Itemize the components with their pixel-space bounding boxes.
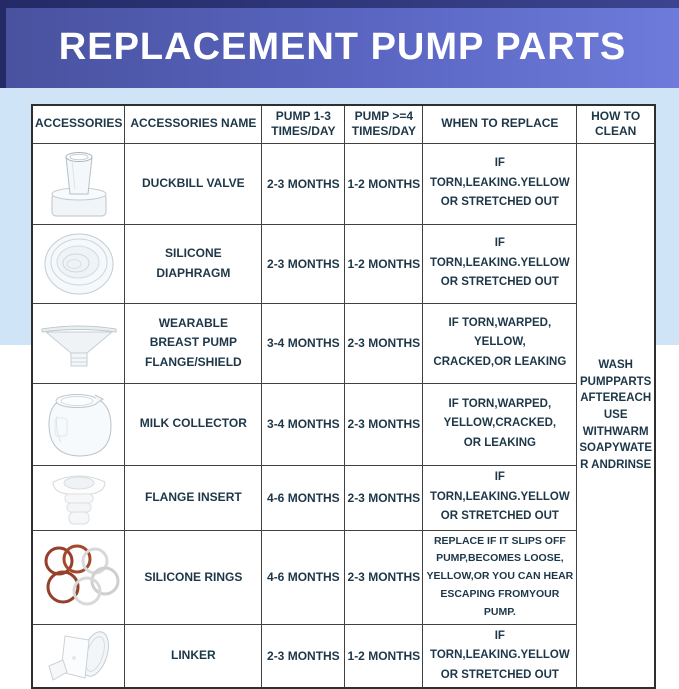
silicone-rings-icon <box>44 544 120 606</box>
header-pump-4plus: PUMP >=4 TIMES/DAY <box>344 104 424 144</box>
pump-1-3-value: 4-6 MONTHS <box>261 529 346 625</box>
table-row: DUCKBILL VALVE 2-3 MONTHS 1-2 MONTHS IF … <box>31 142 656 689</box>
accessory-name: FLANGE INSERT <box>124 464 263 531</box>
pump-1-3-value: 3-4 MONTHS <box>261 382 346 466</box>
milk-collector-photo <box>31 382 126 466</box>
header-row: ACCESSORIES ACCESSORIES NAME PUMP 1-3 TI… <box>31 104 656 144</box>
silicone-diaphragm-photo <box>31 223 126 304</box>
when-to-replace-value: IF TORN,WARPED, YELLOW,CRACKED, OR LEAKI… <box>422 382 578 466</box>
breast-pump-flange-icon <box>41 325 117 367</box>
pump-4plus-value: 2-3 MONTHS <box>344 382 424 466</box>
pump-1-3-value: 4-6 MONTHS <box>261 464 346 531</box>
header-accessories-name: ACCESSORIES NAME <box>124 104 263 144</box>
table-row: WEARABLE BREAST PUMP FLANGE/SHIELD 3-4 M… <box>31 302 655 384</box>
pump-1-3-value: 2-3 MONTHS <box>261 223 346 304</box>
accessory-name: SILICONE RINGS <box>124 529 263 625</box>
header-pump-1-3: PUMP 1-3 TIMES/DAY <box>261 104 346 144</box>
when-to-replace-value: IF TORN,LEAKING.YELLOW OR STRETCHED OUT <box>422 142 578 225</box>
accessory-name: DUCKBILL VALVE <box>124 142 263 225</box>
linker-photo <box>31 623 126 689</box>
pump-4plus-value: 2-3 MONTHS <box>344 529 424 625</box>
header-when-to-replace: WHEN TO REPLACE <box>422 104 578 144</box>
table-row: FLANGE INSERT 4-6 MONTHS 2-3 MONTHS IF T… <box>31 464 655 531</box>
table-row: SILICONE DIAPHRAGM 2-3 MONTHS 1-2 MONTHS… <box>31 223 655 304</box>
pump-4plus-value: 2-3 MONTHS <box>344 464 424 531</box>
table-row: LINKER 2-3 MONTHS 1-2 MONTHS IF TORN,LEA… <box>31 623 655 689</box>
page-title: REPLACEMENT PUMP PARTS <box>58 25 627 68</box>
how-to-clean-note: WASH PUMPPARTS AFTEREACH USE WITHWARM SO… <box>576 142 656 689</box>
pump-4plus-value: 1-2 MONTHS <box>344 142 424 225</box>
pump-4plus-value: 1-2 MONTHS <box>344 623 424 689</box>
silicone-rings-photo <box>31 529 126 625</box>
when-to-replace-value: IF TORN,LEAKING.YELLOW OR STRETCHED OUT <box>422 223 578 304</box>
silicone-diaphragm-icon <box>44 233 114 294</box>
when-to-replace-value: IF TORN,LEAKING.YELLOW OR STRETCHED OUT <box>422 464 578 531</box>
linker-icon <box>48 631 109 681</box>
accessory-name: WEARABLE BREAST PUMP FLANGE/SHIELD <box>124 302 263 384</box>
accessory-name: LINKER <box>124 623 263 689</box>
flange-insert-icon <box>52 475 106 524</box>
pump-1-3-value: 3-4 MONTHS <box>261 302 346 384</box>
header-how-to-clean: HOW TO CLEAN <box>576 104 656 144</box>
pump-1-3-value: 2-3 MONTHS <box>261 142 346 225</box>
flange-insert-photo <box>31 464 126 531</box>
header-accessories: ACCESSORIES <box>31 104 126 144</box>
table-row: MILK COLLECTOR 3-4 MONTHS 2-3 MONTHS IF … <box>31 382 655 466</box>
when-to-replace-value: IF TORN,LEAKING.YELLOW OR STRETCHED OUT <box>422 623 578 689</box>
parts-table: ACCESSORIES ACCESSORIES NAME PUMP 1-3 TI… <box>31 104 656 689</box>
title-banner-gradient: REPLACEMENT PUMP PARTS <box>6 8 679 88</box>
duckbill-valve-photo <box>31 142 126 225</box>
pump-4plus-value: 1-2 MONTHS <box>344 223 424 304</box>
when-to-replace-value: REPLACE IF IT SLIPS OFF PUMP,BECOMES LOO… <box>422 529 578 625</box>
parts-table-wrap: ACCESSORIES ACCESSORIES NAME PUMP 1-3 TI… <box>31 104 656 689</box>
duckbill-valve-icon <box>51 151 107 216</box>
milk-collector-icon <box>48 394 112 457</box>
table-row: SILICONE RINGS 4-6 MONTHS 2-3 MONTHS REP… <box>31 529 655 625</box>
wearable-breast-pump-flange-photo <box>31 302 126 384</box>
pump-4plus-value: 2-3 MONTHS <box>344 302 424 384</box>
when-to-replace-value: IF TORN,WARPED, YELLOW, CRACKED,OR LEAKI… <box>422 302 578 384</box>
accessory-name: MILK COLLECTOR <box>124 382 263 466</box>
pump-1-3-value: 2-3 MONTHS <box>261 623 346 689</box>
accessory-name: SILICONE DIAPHRAGM <box>124 223 263 304</box>
title-banner: REPLACEMENT PUMP PARTS <box>0 0 679 88</box>
